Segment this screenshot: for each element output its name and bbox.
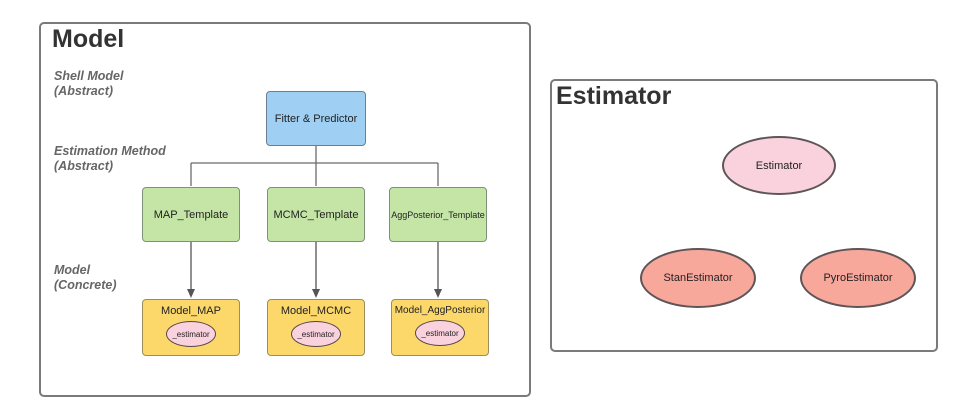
model-panel-title: Model [52, 25, 125, 53]
template-to-model-arrows [190, 242, 439, 290]
pyro-estimator-node: PyroEstimator [800, 248, 916, 308]
estimator-root-node: Estimator [722, 136, 836, 195]
model-aggposterior-label: Model_AggPosterior [394, 305, 486, 316]
model-map-label: Model_MAP [161, 305, 221, 317]
estimator-panel-title: Estimator [556, 82, 672, 110]
mcmc-template-node: MCMC_Template [267, 187, 365, 242]
model-tree-connectors [190, 146, 439, 186]
template-arrowheads [187, 289, 442, 298]
model-mcmc-estimator-oval: _estimator [291, 321, 341, 347]
aggposterior-template-node: AggPosterior_Template [389, 187, 487, 242]
model-mcmc-label: Model_MCMC [280, 305, 352, 317]
shell-model-label: Shell Model (Abstract) [54, 69, 124, 98]
model-map-node: Model_MAP _estimator [142, 299, 240, 356]
map-template-node: MAP_Template [142, 187, 240, 242]
model-map-estimator-oval: _estimator [166, 321, 216, 347]
estimator-panel [550, 79, 938, 352]
concrete-model-label: Model (Concrete) [54, 263, 117, 292]
model-aggposterior-node: Model_AggPosterior _estimator [391, 299, 489, 356]
model-aggposterior-estimator-oval: _estimator [415, 320, 465, 346]
fitter-predictor-node: Fitter & Predictor [266, 91, 366, 146]
estimation-method-label: Estimation Method (Abstract) [54, 144, 166, 173]
model-mcmc-node: Model_MCMC _estimator [267, 299, 365, 356]
stan-estimator-node: StanEstimator [640, 248, 756, 308]
